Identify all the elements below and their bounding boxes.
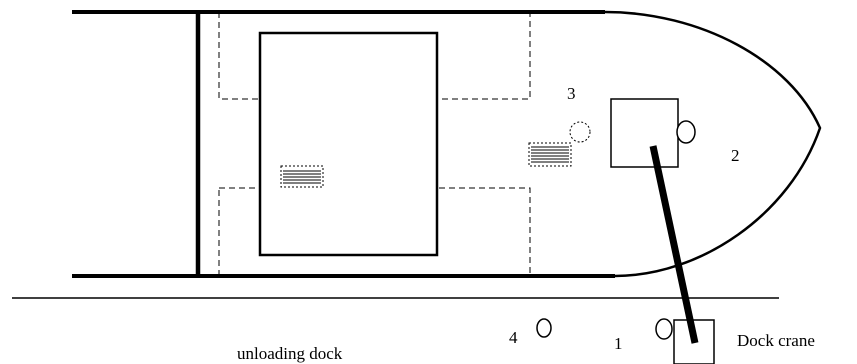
position-1-circle <box>655 318 673 340</box>
hull-bow-curve <box>604 10 822 278</box>
cargo-stack-right <box>528 142 572 167</box>
position-3-circle <box>569 121 591 143</box>
position-3-label: 3 <box>567 84 576 103</box>
position-2-circle <box>676 120 696 144</box>
ship-crane-housing <box>610 98 679 168</box>
ship-hull <box>72 10 822 278</box>
cargo-stack-left <box>280 165 324 188</box>
position-4-circle <box>536 318 552 338</box>
dock-crane-label: Dock crane <box>737 331 815 350</box>
unloading-dock-label: unloading dock <box>237 344 343 363</box>
crane-boom <box>649 145 699 344</box>
position-2-label: 2 <box>731 146 740 165</box>
position-1-label: 1 <box>614 334 623 353</box>
position-4-label: 4 <box>509 328 518 347</box>
hatch-cover <box>258 31 439 257</box>
